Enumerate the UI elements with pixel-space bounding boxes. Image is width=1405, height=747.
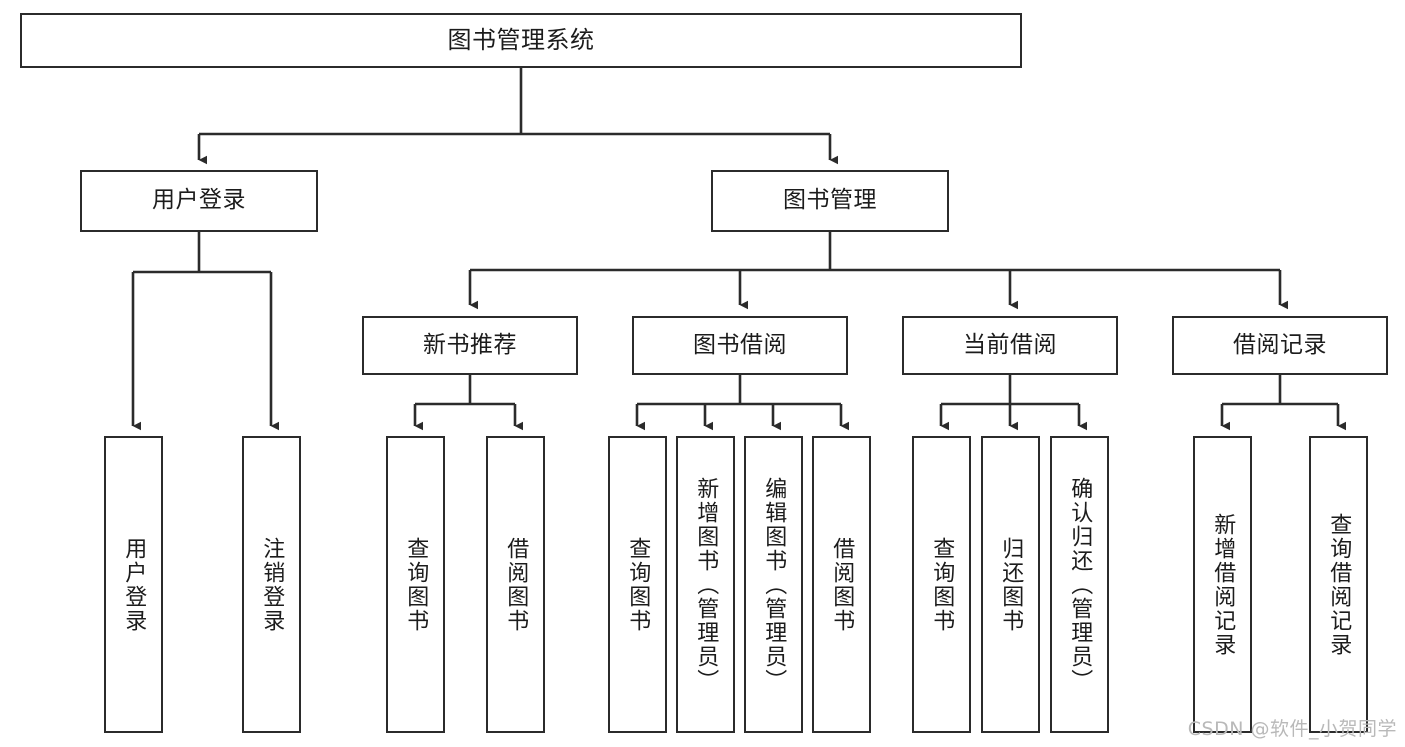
node-book-borrow[interactable]: 图书借阅 xyxy=(632,316,848,375)
node-borrow-record-label: 借阅记录 xyxy=(1233,331,1327,358)
node-leaf-add-book-label: 新增图书（管理员） xyxy=(693,476,719,693)
node-leaf-borrow-book-2[interactable]: 借阅图书 xyxy=(812,436,871,733)
node-leaf-edit-book-label: 编辑图书（管理员） xyxy=(761,476,787,693)
node-leaf-return-book-label: 归还图书 xyxy=(998,536,1024,633)
node-current-borrow-label: 当前借阅 xyxy=(963,331,1057,358)
node-leaf-borrow-book-1[interactable]: 借阅图书 xyxy=(486,436,545,733)
node-leaf-query-book-1-label: 查询图书 xyxy=(403,536,429,633)
node-new-book-recommend-label: 新书推荐 xyxy=(423,331,517,358)
node-current-borrow[interactable]: 当前借阅 xyxy=(902,316,1118,375)
node-leaf-query-record[interactable]: 查询借阅记录 xyxy=(1309,436,1368,733)
node-leaf-edit-book[interactable]: 编辑图书（管理员） xyxy=(744,436,803,733)
node-leaf-query-book-2[interactable]: 查询图书 xyxy=(608,436,667,733)
node-leaf-return-book[interactable]: 归还图书 xyxy=(981,436,1040,733)
node-leaf-query-book-1[interactable]: 查询图书 xyxy=(386,436,445,733)
node-leaf-logout-login-label: 注销登录 xyxy=(259,536,285,633)
node-leaf-user-login[interactable]: 用户登录 xyxy=(104,436,163,733)
node-new-book-recommend[interactable]: 新书推荐 xyxy=(362,316,578,375)
node-book-manage-label: 图书管理 xyxy=(783,187,877,214)
node-leaf-query-book-2-label: 查询图书 xyxy=(625,536,651,633)
node-leaf-confirm-return[interactable]: 确认归还（管理员） xyxy=(1050,436,1109,733)
node-borrow-record[interactable]: 借阅记录 xyxy=(1172,316,1388,375)
node-leaf-add-book[interactable]: 新增图书（管理员） xyxy=(676,436,735,733)
node-book-borrow-label: 图书借阅 xyxy=(693,331,787,358)
node-leaf-logout-login[interactable]: 注销登录 xyxy=(242,436,301,733)
node-leaf-confirm-return-label: 确认归还（管理员） xyxy=(1067,476,1093,693)
node-user-login-label: 用户登录 xyxy=(152,187,246,214)
node-root-label: 图书管理系统 xyxy=(447,26,595,55)
node-root[interactable]: 图书管理系统 xyxy=(20,13,1022,68)
node-leaf-borrow-book-2-label: 借阅图书 xyxy=(829,536,855,633)
node-book-manage[interactable]: 图书管理 xyxy=(711,170,949,232)
node-user-login[interactable]: 用户登录 xyxy=(80,170,318,232)
node-leaf-add-record-label: 新增借阅记录 xyxy=(1210,512,1236,657)
node-leaf-user-login-label: 用户登录 xyxy=(121,536,147,633)
node-leaf-borrow-book-1-label: 借阅图书 xyxy=(503,536,529,633)
node-leaf-query-book-3[interactable]: 查询图书 xyxy=(912,436,971,733)
node-leaf-query-book-3-label: 查询图书 xyxy=(929,536,955,633)
node-leaf-query-record-label: 查询借阅记录 xyxy=(1326,512,1352,657)
node-leaf-add-record[interactable]: 新增借阅记录 xyxy=(1193,436,1252,733)
watermark-text: CSDN @软件_小贺同学 xyxy=(1187,718,1397,740)
